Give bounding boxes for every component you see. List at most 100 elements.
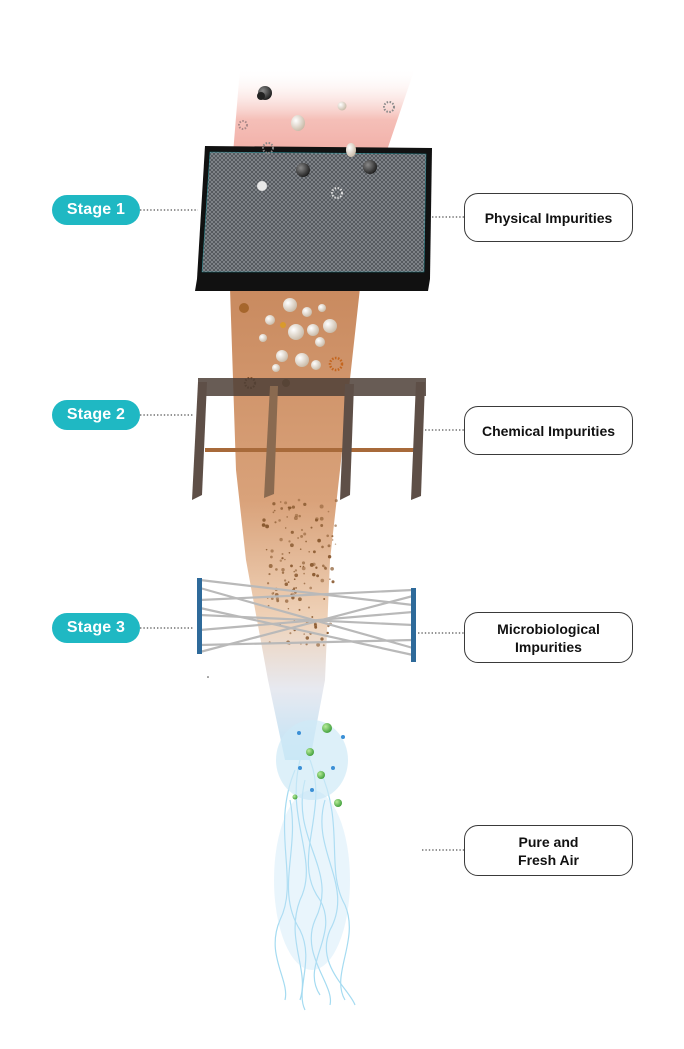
- dust-speck: [303, 633, 306, 635]
- fresh-air-wisps: [274, 759, 356, 1011]
- dust-speck: [331, 539, 334, 541]
- stage-3-label: Stage 3: [52, 613, 140, 643]
- dust-speck: [295, 587, 297, 589]
- dust-speck: [294, 573, 299, 578]
- dust-speck: [315, 566, 318, 569]
- dust-speck: [291, 596, 295, 600]
- dust-speck: [279, 559, 283, 562]
- dust-speck: [299, 548, 302, 550]
- dust-speck: [284, 527, 287, 529]
- dust-speck: [299, 565, 302, 568]
- dust-speck: [278, 519, 281, 522]
- dust-speck: [298, 608, 301, 611]
- dust-speck: [319, 516, 324, 521]
- dust-speck: [327, 555, 332, 559]
- dust-speck: [290, 530, 294, 534]
- dust-speck: [319, 504, 324, 509]
- dust-speck: [312, 572, 316, 577]
- dust-speck: [308, 550, 311, 553]
- dust-speck: [275, 568, 278, 571]
- dust-speck: [334, 499, 338, 503]
- dust-speck: [334, 543, 337, 545]
- microbiological-impurities-label: Microbiological Impurities: [497, 620, 600, 655]
- dust-speck: [302, 565, 305, 568]
- dust-speck: [294, 569, 298, 572]
- dust-speck: [288, 508, 291, 511]
- dust-speck: [321, 545, 324, 549]
- dust-speck: [261, 523, 266, 527]
- dust-speck: [274, 521, 277, 524]
- fresh-air-label: Pure and Fresh Air: [518, 833, 579, 868]
- dust-speck: [312, 550, 316, 554]
- dust-speck: [262, 518, 266, 522]
- dust-speck: [289, 632, 292, 635]
- dust-speck: [301, 561, 306, 565]
- dust-speck: [284, 501, 288, 505]
- stage3-filter: [197, 578, 416, 662]
- dust-speck: [290, 564, 293, 568]
- dust-speck: [329, 578, 331, 581]
- dust-speck: [281, 571, 285, 574]
- fresh-air-glow: [274, 720, 350, 970]
- stage-2-label: Stage 2: [52, 400, 140, 430]
- dust-speck: [315, 518, 318, 522]
- dust-speck: [268, 564, 273, 568]
- dust-speck: [294, 513, 299, 518]
- connector-lines: [140, 209, 464, 851]
- dust-speck: [279, 501, 282, 503]
- dust-speck: [283, 579, 287, 582]
- dust-speck: [300, 528, 304, 532]
- dust-speck: [266, 582, 270, 585]
- dust-speck: [305, 636, 310, 640]
- microbiological-impurities-box: Microbiological Impurities: [464, 612, 633, 663]
- dust-speck: [303, 532, 307, 536]
- dust-speck: [326, 534, 330, 538]
- air-stream-middle: [230, 288, 360, 760]
- dust-speck: [287, 506, 291, 509]
- stage-1-label: Stage 1: [52, 195, 140, 225]
- dust-speck: [265, 548, 268, 551]
- dust-speck: [305, 643, 308, 646]
- chemical-particles: [239, 298, 344, 390]
- dust-speck: [293, 570, 295, 573]
- dust-speck: [303, 572, 305, 575]
- dust-speck: [313, 623, 318, 627]
- dust-speck: [270, 549, 274, 553]
- dust-speck: [284, 558, 286, 561]
- dust-speck: [310, 526, 313, 529]
- dust-speck: [275, 597, 279, 601]
- dust-speck: [303, 502, 307, 507]
- physical-particles: [238, 86, 395, 199]
- dust-speck: [311, 616, 314, 618]
- dust-speck: [268, 573, 271, 576]
- dust-speck: [265, 524, 267, 527]
- dust-speck: [287, 607, 290, 610]
- dust-speck: [312, 562, 316, 566]
- microbiological-specks: [261, 498, 338, 647]
- dust-speck: [280, 507, 284, 510]
- dust-speck: [284, 582, 289, 586]
- dust-speck: [286, 516, 289, 518]
- dust-speck: [323, 566, 327, 569]
- physical-impurities-box: Physical Impurities: [464, 193, 633, 242]
- dust-speck: [281, 552, 284, 556]
- dust-speck: [301, 566, 306, 571]
- dust-speck: [320, 637, 324, 641]
- dust-speck: [331, 580, 335, 584]
- dust-speck: [327, 510, 330, 513]
- dust-speck: [291, 505, 295, 509]
- chemical-impurities-label: Chemical Impurities: [481, 422, 616, 439]
- fresh-air-particles: [207, 676, 345, 807]
- dust-speck: [281, 557, 284, 560]
- dust-speck: [270, 555, 273, 559]
- dust-speck: [287, 581, 290, 583]
- dust-speck: [297, 537, 299, 539]
- dust-speck: [320, 524, 324, 527]
- dust-speck: [272, 502, 276, 506]
- dust-speck: [326, 631, 329, 635]
- dust-speck: [284, 599, 289, 603]
- dust-speck: [320, 578, 325, 583]
- dust-speck: [272, 592, 275, 594]
- dust-speck: [298, 514, 301, 518]
- dust-speck: [305, 540, 307, 543]
